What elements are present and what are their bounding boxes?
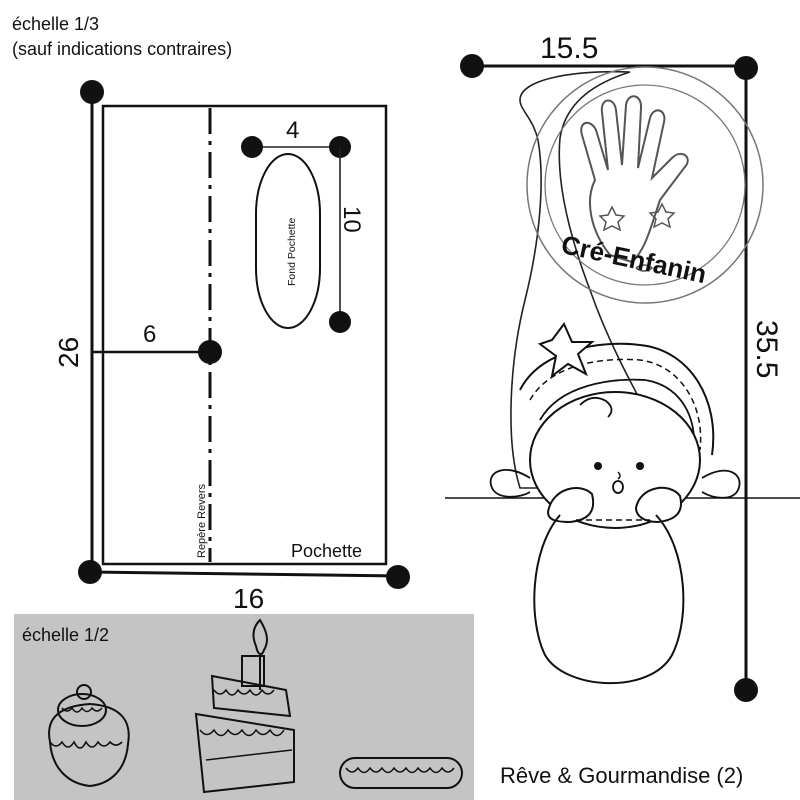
hood-brim-outer — [519, 342, 715, 456]
hair-curl — [579, 396, 613, 418]
right-hand — [634, 487, 682, 524]
bottom-piece-outline — [255, 153, 321, 329]
left-hand — [546, 487, 595, 524]
hood-brim-inner — [539, 378, 695, 461]
bottom-width-label: 4 — [286, 117, 299, 144]
hat-star-icon — [537, 322, 595, 379]
offset-dim-dot — [198, 340, 222, 364]
offset-dimension-label: 6 — [143, 321, 156, 348]
eclair-pastry-icon — [339, 757, 463, 789]
stamp-lips-icon — [635, 264, 654, 272]
pochette-outline — [101, 104, 388, 566]
right-hair-curl — [701, 469, 741, 499]
stamp-outer-ring — [526, 66, 764, 304]
doll-body — [533, 514, 685, 685]
height-dimension-label: 26 — [53, 337, 84, 368]
width-dim-dot-right — [386, 565, 410, 589]
doll-height-dot-bottom — [734, 678, 758, 702]
stamp-star-right-icon — [648, 202, 676, 229]
sweets-scale-label: échelle 1/2 — [22, 625, 109, 645]
left-hair-curl — [489, 469, 531, 498]
bottom-height-label: 10 — [338, 206, 365, 233]
height-dim-dot-top — [80, 80, 104, 104]
nose — [617, 471, 621, 480]
stamp-logo: Cré-Enfanin — [526, 66, 764, 304]
width-dimension-line — [89, 570, 399, 578]
stamp-star-left-icon — [598, 205, 626, 232]
pochette-label: Pochette — [291, 541, 362, 561]
bottom-piece-label: Fond Pochette — [286, 218, 298, 286]
fold-marker-label: Repère Revers — [196, 484, 208, 558]
stamp-inner-ring — [544, 84, 746, 286]
pochette-pattern: Repère Revers 26 16 6 Fond Pochette 4 10… — [53, 80, 410, 614]
sweets-panel-bg — [14, 614, 474, 800]
hood-brim-stitch — [529, 358, 702, 451]
hand-icon — [580, 95, 689, 264]
doll-width-dot-left — [460, 54, 484, 78]
right-eye — [636, 462, 644, 470]
width-dimension-label: 16 — [233, 583, 264, 614]
sweets-panel: échelle 1/2 — [14, 614, 474, 800]
left-eye — [594, 462, 602, 470]
doll-figure: 15.5 35.5 Cré-Enfanin — [445, 32, 800, 702]
scale-main-label: échelle 1/3 — [12, 14, 99, 34]
religieuse-pastry-icon — [48, 684, 130, 788]
bottom-height-dot — [329, 311, 351, 333]
doll-height-label: 35.5 — [750, 320, 783, 378]
mouth — [612, 480, 624, 494]
birthday-cake-icon — [194, 618, 295, 794]
doll-width-label: 15.5 — [540, 32, 598, 65]
bottom-width-dot-left — [241, 136, 263, 158]
pattern-title: Rêve & Gourmandise (2) — [500, 763, 743, 788]
bottom-piece: Fond Pochette 4 10 — [241, 117, 365, 333]
scale-note-label: (sauf indications contraires) — [12, 39, 232, 59]
